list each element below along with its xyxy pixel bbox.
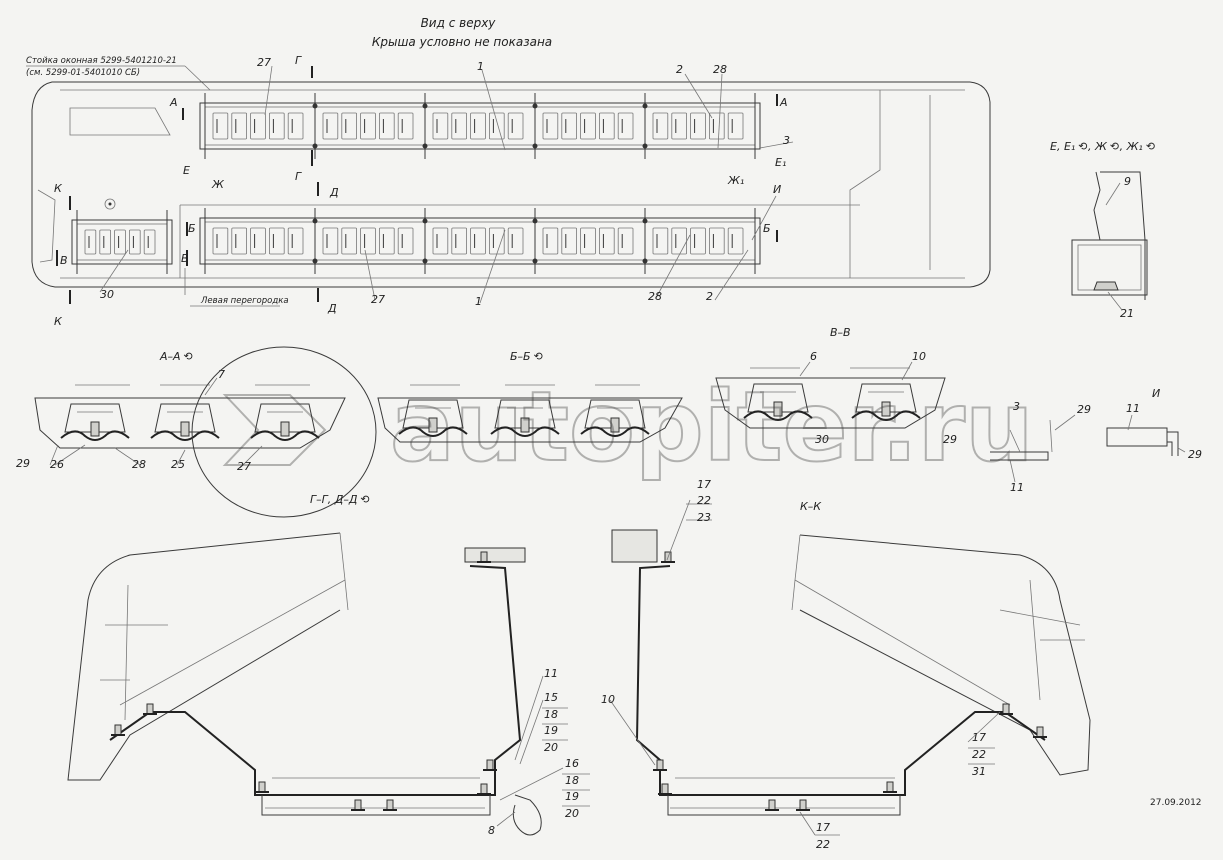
label-1-top: 1 [477, 60, 484, 73]
detail-i-title: И [1152, 387, 1160, 400]
detail-i-label-11: 11 [1126, 402, 1140, 415]
label-k-bottom: К [54, 315, 63, 328]
kk-label-17c: 17 [816, 821, 830, 834]
gg-label-20b: 20 [565, 807, 579, 820]
label-2-top: 2 [676, 63, 683, 76]
kk-label-17a: 17 [697, 478, 711, 491]
label-a-left: А [169, 96, 178, 109]
gg-label-19b: 19 [565, 790, 579, 803]
aa-label-28: 28 [132, 458, 146, 471]
detail-i-drawing [1106, 414, 1186, 456]
gg-label-15: 15 [544, 691, 558, 704]
aa-label-25: 25 [171, 458, 185, 471]
label-27-top: 27 [257, 56, 271, 69]
gg-label-8: 8 [488, 824, 495, 837]
kk-label-22b: 22 [972, 748, 986, 761]
label-v-left: В [60, 254, 68, 267]
front-seat-rail [71, 210, 173, 274]
label-2-bottom: 2 [706, 290, 713, 303]
note-line1: Стойка оконная 5299-5401210-21 [26, 56, 177, 66]
kk-label-31: 31 [972, 765, 986, 778]
label-k-top: К [54, 182, 63, 195]
title-line1: Вид с верху [421, 16, 497, 30]
detail-e-title: Е, Е₁ ⟲, Ж ⟲, Ж₁ ⟲ [1050, 140, 1156, 153]
label-a-right: А [779, 96, 788, 109]
aa-label-27: 27 [237, 460, 251, 473]
label-1-bottom: 1 [475, 295, 482, 308]
vv-label-11: 11 [1010, 481, 1024, 494]
note-line2: (см. 5299-01-5401010 СБ) [26, 68, 140, 78]
kk-label-10: 10 [601, 693, 615, 706]
vv-label-29a: 29 [1077, 403, 1091, 416]
kk-label-22a: 22 [697, 494, 711, 507]
label-zh1: Ж₁ [727, 174, 744, 187]
label-28-bottom: 28 [648, 290, 662, 303]
label-i: И [773, 183, 781, 196]
drawing-date: 27.09.2012 [1150, 798, 1202, 808]
vv-label-10: 10 [912, 350, 926, 363]
gg-label-16: 16 [565, 757, 579, 770]
label-g-top: Г [295, 54, 302, 67]
gg-label-19a: 19 [544, 724, 558, 737]
label-3-top: 3 [783, 134, 790, 147]
vv-label-6: 6 [810, 350, 817, 363]
gg-label-11: 11 [544, 667, 558, 680]
watermark-text: autopiter.ru [390, 371, 1033, 483]
watermark-logo [222, 394, 327, 466]
detail-e-drawing [1071, 171, 1148, 311]
kk-label-23: 23 [697, 511, 711, 524]
vv-label-3: 3 [1013, 400, 1020, 413]
label-d-bottom: Д [327, 302, 337, 315]
aa-label-29: 29 [16, 457, 30, 470]
kk-label-22c: 22 [816, 838, 830, 851]
lower-seat-rail [199, 208, 761, 274]
detail-e-label-21: 21 [1120, 307, 1134, 320]
section-bb-title: Б–Б ⟲ [510, 350, 543, 363]
detail-e-label-9: 9 [1124, 175, 1131, 188]
section-kk-title: К–К [800, 500, 822, 513]
magnifier-circle [191, 346, 377, 518]
bus-top-view [31, 81, 991, 288]
detail-i-label-29: 29 [1188, 448, 1202, 461]
section-gg-drawing [67, 532, 542, 836]
label-g-bottom: Г [295, 170, 302, 183]
section-kk-drawing [611, 529, 1091, 816]
title-line2: Крыша условно не показана [372, 35, 552, 49]
section-vv-drawing [715, 367, 1053, 461]
upper-seat-rail [199, 93, 761, 159]
kk-label-17b: 17 [972, 731, 986, 744]
gg-label-18b: 18 [565, 774, 579, 787]
label-b-left: Б [188, 222, 196, 235]
label-30-top: 30 [100, 288, 114, 301]
label-v-right: В [181, 252, 189, 265]
gg-label-18a: 18 [544, 708, 558, 721]
label-e: Е [183, 164, 190, 177]
aa-label-26: 26 [50, 458, 64, 471]
vv-label-29b: 29 [943, 433, 957, 446]
section-aa-title: А–А ⟲ [159, 350, 193, 363]
section-bb-drawing [377, 384, 683, 443]
label-28-top: 28 [713, 63, 727, 76]
section-aa-drawing [34, 384, 346, 449]
aa-label-7: 7 [218, 368, 225, 381]
section-vv-title: В–В [830, 326, 851, 339]
label-b-right: Б [763, 222, 771, 235]
gg-label-20a: 20 [544, 741, 558, 754]
label-e1: Е₁ [775, 156, 786, 169]
vv-label-30: 30 [815, 433, 829, 446]
label-d-top: Д [329, 186, 339, 199]
label-27-bottom: 27 [371, 293, 385, 306]
partition-label: Левая перегородка [200, 296, 289, 306]
section-gg-title: Г–Г, Д–Д ⟲ [310, 493, 370, 506]
label-zh: Ж [211, 178, 225, 191]
